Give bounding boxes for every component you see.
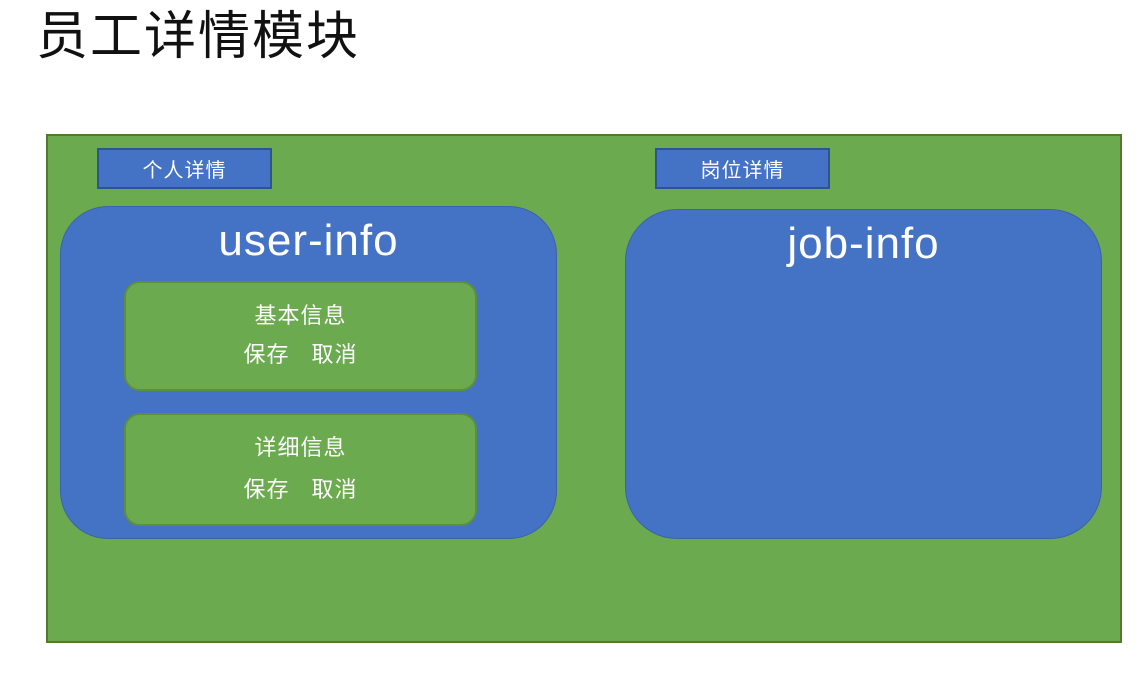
job-info-panel-title: job-info [787, 219, 940, 268]
detail-info-actions: 保存 取消 [243, 472, 357, 504]
detail-info-save-button[interactable]: 保存 [243, 477, 290, 502]
basic-info-section: 基本信息 保存 取消 [124, 281, 477, 391]
detail-info-cancel-button[interactable]: 取消 [311, 477, 358, 502]
personal-detail-label: 个人详情 [97, 148, 272, 189]
basic-info-cancel-button[interactable]: 取消 [311, 342, 358, 367]
basic-info-save-button[interactable]: 保存 [243, 342, 290, 367]
job-info-panel: job-info [625, 209, 1102, 539]
job-detail-label: 岗位详情 [655, 148, 830, 189]
detail-info-section-title: 详细信息 [254, 435, 347, 460]
employee-module-container: 个人详情 岗位详情 user-info 基本信息 保存 取消 详细信息 保存 取… [46, 134, 1122, 643]
detail-info-section: 详细信息 保存 取消 [124, 413, 477, 526]
basic-info-section-title: 基本信息 [254, 303, 347, 328]
user-info-panel-title: user-info [218, 216, 399, 265]
user-info-panel: user-info 基本信息 保存 取消 详细信息 保存 取消 [60, 206, 557, 539]
basic-info-actions: 保存 取消 [243, 337, 357, 369]
page-title: 员工详情模块 [36, 8, 361, 66]
